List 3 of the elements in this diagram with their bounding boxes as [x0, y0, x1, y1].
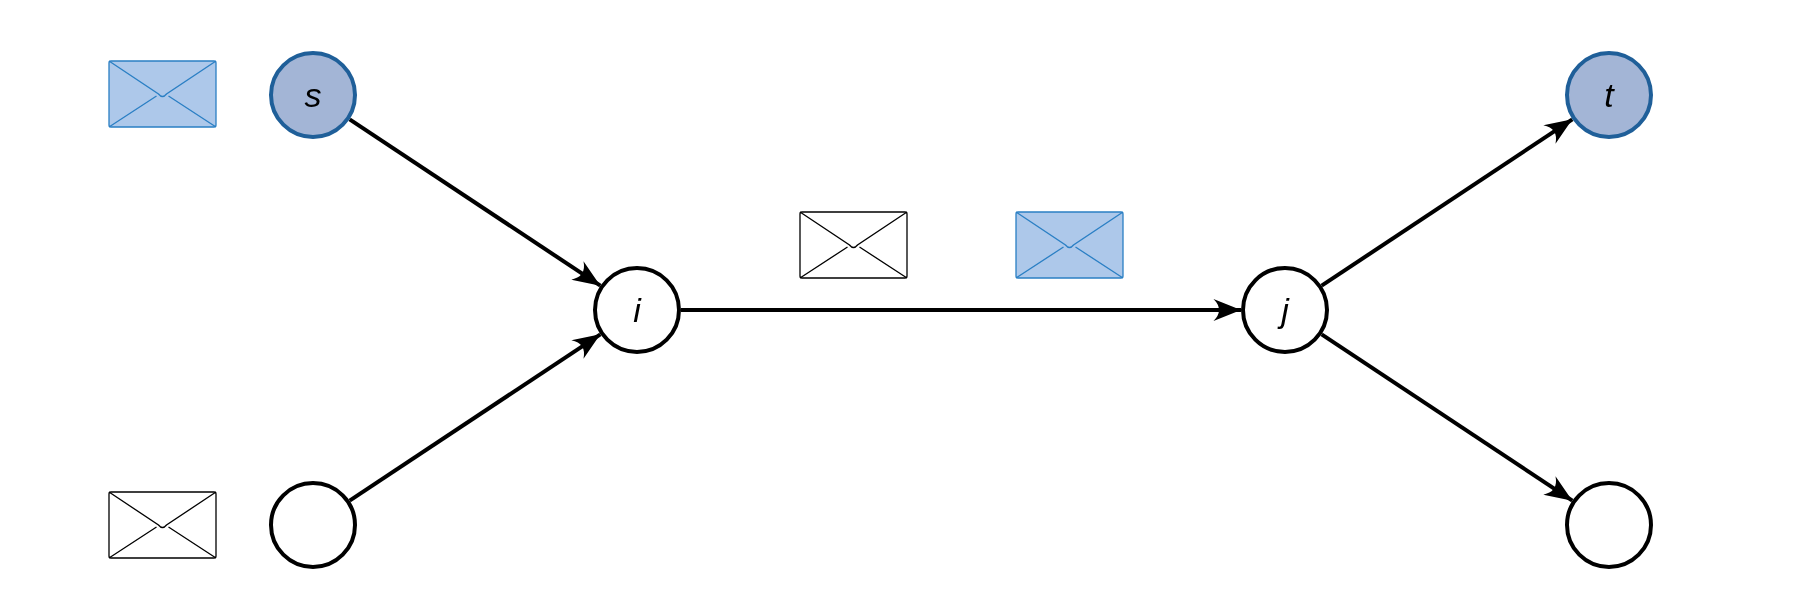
node-label: t [1604, 78, 1614, 112]
node-label: s [304, 78, 322, 112]
node-label: i [633, 293, 641, 327]
